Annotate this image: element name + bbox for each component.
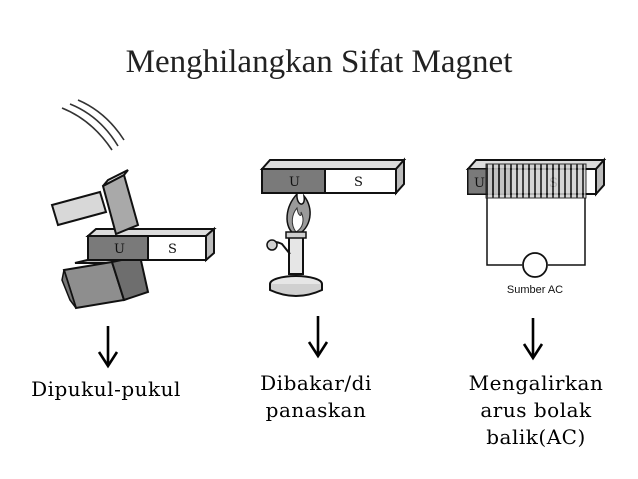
motion-lines xyxy=(61,99,125,151)
caption-hammering: Dipukul-pukul xyxy=(6,376,206,403)
arrow-down-icon xyxy=(522,318,544,361)
ac-source-label: Sumber AC xyxy=(507,284,563,296)
caption-heating: Dibakar/di panaskan xyxy=(226,370,406,424)
caption-ac-current: Mengalirkan arus bolak balik(AC) xyxy=(436,370,636,451)
caption-line: balik(AC) xyxy=(486,425,586,449)
magnet-bar-1: U S xyxy=(85,226,217,263)
arrow-down-icon xyxy=(307,316,329,359)
coil-icon xyxy=(485,163,587,199)
arrow-down-icon xyxy=(97,326,119,369)
caption-line: Dibakar/di xyxy=(260,371,372,395)
caption-line: Mengalirkan xyxy=(468,371,604,395)
hammer-icon xyxy=(50,169,140,236)
rock-block xyxy=(61,254,150,310)
pole-u-label: U xyxy=(474,176,485,191)
page-title: Menghilangkan Sifat Magnet xyxy=(125,44,513,80)
caption-line: arus bolak xyxy=(480,398,592,422)
ac-source-icon xyxy=(522,252,548,278)
pole-s-label: S xyxy=(354,175,363,190)
ac-panel: U S Sumber AC xyxy=(465,157,607,361)
pole-s-label: S xyxy=(168,242,177,257)
magnet-bar-2: U S xyxy=(259,157,407,196)
heating-panel: U S xyxy=(259,157,407,359)
caption-line: panaskan xyxy=(265,398,367,422)
pole-u-label: U xyxy=(289,175,300,190)
pole-u-label: U xyxy=(114,242,125,257)
burner-icon xyxy=(266,231,323,297)
caption-line: Dipukul-pukul xyxy=(31,377,181,401)
circuit-wire xyxy=(486,198,586,266)
flame-icon xyxy=(286,191,311,237)
hammer-panel: U S xyxy=(50,99,217,369)
